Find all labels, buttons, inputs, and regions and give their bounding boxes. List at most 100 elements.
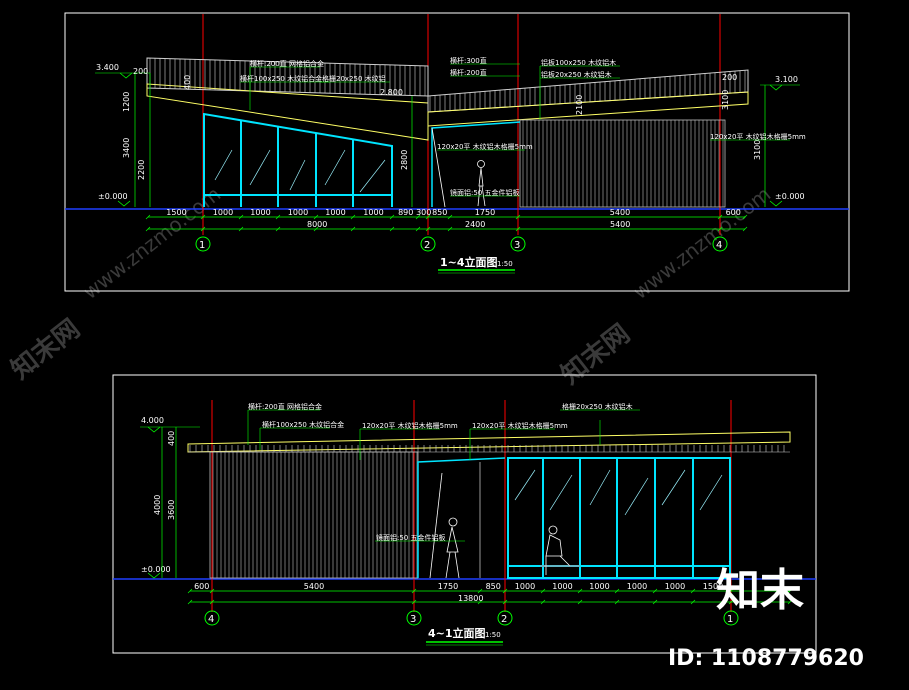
drawing-scale: 1:50	[485, 631, 501, 639]
note: 横杆100x250 木纹铝合金	[240, 74, 322, 83]
note: 格栅20x250 木纹铝	[322, 74, 386, 83]
note: 120x20平 木纹铝木格栅5mm	[710, 132, 806, 141]
note: 格栅20x250 木纹铝木	[562, 402, 633, 411]
axis-bubble-3: 3	[510, 236, 526, 252]
axis-label: 1	[727, 614, 733, 625]
axis-bubble-1: 1	[195, 236, 211, 252]
axis-bubbles: 4 3 2 1	[204, 610, 739, 626]
axis-bubble-4: 4	[712, 236, 728, 252]
annotation-notes: 横杆:200直 网格铝合金 横杆100x250 木纹铝合金 120x20平 木纹…	[247, 402, 640, 542]
axis-bubble-2: 2	[420, 236, 436, 252]
axis-label: 2	[424, 240, 430, 251]
vdim-1200: 1200	[122, 92, 131, 112]
dim-text: 1000	[250, 208, 270, 217]
dim-text: 1000	[288, 208, 308, 217]
level-mid: 2.800	[380, 88, 403, 97]
sheet-frame-2	[112, 374, 817, 654]
dim-text: 1000	[515, 582, 535, 591]
axis-bubble-2: 2	[497, 610, 513, 626]
note: 横杆:200直	[450, 68, 487, 77]
vertical-dimensions	[134, 73, 766, 207]
slat-wall-right	[519, 119, 726, 208]
axis-bubble-1: 1	[723, 610, 739, 626]
drawing-scale: 1:50	[497, 260, 513, 268]
note: 横杆100x250 木纹铝合金	[262, 420, 344, 429]
note: 镜面铝:50 五金件铝板	[450, 188, 520, 197]
level-top-left: 3.400	[96, 63, 119, 72]
dim-text: 5400	[610, 208, 630, 217]
seated-figure	[540, 525, 580, 575]
glass-reflection-lines	[214, 149, 386, 193]
dim-text: 1000	[627, 582, 647, 591]
dim-text: 1000	[552, 582, 572, 591]
axis-label: 4	[208, 614, 214, 625]
note: 横杆:200直 网格铝合金	[250, 59, 324, 68]
vertical-dimensions	[161, 427, 177, 578]
dim-text: 5400	[304, 582, 324, 591]
vdim-3100: 3100	[753, 140, 762, 160]
vdim-4000: 4000	[153, 495, 162, 515]
dim-text: 5400	[610, 220, 630, 229]
level-markers: 3.400 ±0.000 3.100 ±0.000 2.800	[95, 63, 805, 207]
dimension-row-2: 13800	[458, 594, 483, 603]
brand-watermark: 知末 ID: 1108779620	[668, 565, 864, 671]
roof-dim: 2100	[575, 95, 584, 115]
note: 横杆:300直	[450, 56, 487, 65]
elevation-1: 3.400 ±0.000 3.100 ±0.000 2.800 1200 340…	[64, 12, 850, 292]
elevation-2: 4.000 ±0.000 400 4000 3 600 横杆:200直 网格铝合金…	[112, 374, 817, 654]
brand-logo-text: 知末	[716, 565, 804, 616]
drawing-title: 1~4立面图	[440, 255, 498, 269]
glass-wall-left	[203, 112, 393, 207]
vdim-400: 400	[167, 431, 176, 446]
dim-text: 300	[416, 208, 431, 217]
roof-dim: 200	[133, 67, 148, 76]
note: 镜面铝:50 五金件铝板	[376, 533, 446, 542]
dim-text: 1000	[363, 208, 383, 217]
level-ground: ±0.000	[141, 565, 171, 574]
dim-text: 850	[486, 582, 501, 591]
vdim-3400: 3400	[122, 138, 131, 158]
dim-text: 600	[726, 208, 741, 217]
elevation-title-2: 4~1立面图 1:50	[426, 626, 503, 646]
slat-wall-left	[209, 451, 419, 579]
passage-frame	[431, 121, 521, 208]
level-top: 4.000	[141, 416, 164, 425]
vdim-2200: 2200	[137, 160, 146, 180]
glass-reflection-lines	[514, 469, 723, 516]
level-ground-right: ±0.000	[775, 192, 805, 201]
note: 铝板20x250 木纹铝木	[541, 70, 612, 79]
drawing-title: 4~1立面图	[428, 626, 486, 640]
dim-text: 2400	[465, 220, 485, 229]
annotation-notes: 横杆:200直 网格铝合金 横杆100x250 木纹铝合金 格栅20x250 木…	[240, 56, 806, 197]
dim-text: 1000	[589, 582, 609, 591]
elevation-title-1: 1~4立面图 1:50	[438, 255, 515, 274]
roof-dim: 3100	[721, 90, 730, 110]
dimension-row-2: 8000 2400 5400	[307, 220, 630, 229]
note: 横杆:200直 网格铝合金	[248, 402, 322, 411]
axis-label: 2	[501, 614, 507, 625]
level-markers: 4.000 ±0.000	[140, 416, 200, 579]
passage-frame	[417, 457, 506, 579]
axis-label: 3	[410, 614, 416, 625]
dim-text: 850	[432, 208, 447, 217]
dim-text: 1000	[665, 582, 685, 591]
axis-bubble-4: 4	[204, 610, 220, 626]
level-ground-left: ±0.000	[98, 192, 128, 201]
note: 铝板100x250 木纹铝木	[541, 58, 616, 67]
axis-label: 3	[514, 240, 520, 251]
dim-text: 600	[194, 582, 209, 591]
note: 120x20平 木纹铝木格栅5mm	[437, 142, 533, 151]
axis-bubble-3: 3	[406, 610, 422, 626]
sheet-frame-1	[64, 12, 850, 292]
dim-text: 1000	[213, 208, 233, 217]
dim-text: 1750	[475, 208, 495, 217]
note: 120x20平 木纹铝木格栅5mm	[362, 421, 458, 430]
note: 120x20平 木纹铝木格栅5mm	[472, 421, 568, 430]
dim-text: 890	[398, 208, 413, 217]
dim-text: 1000	[325, 208, 345, 217]
roof-right	[427, 69, 749, 127]
dim-text: 8000	[307, 220, 327, 229]
horizontal-dimensions	[148, 216, 745, 230]
